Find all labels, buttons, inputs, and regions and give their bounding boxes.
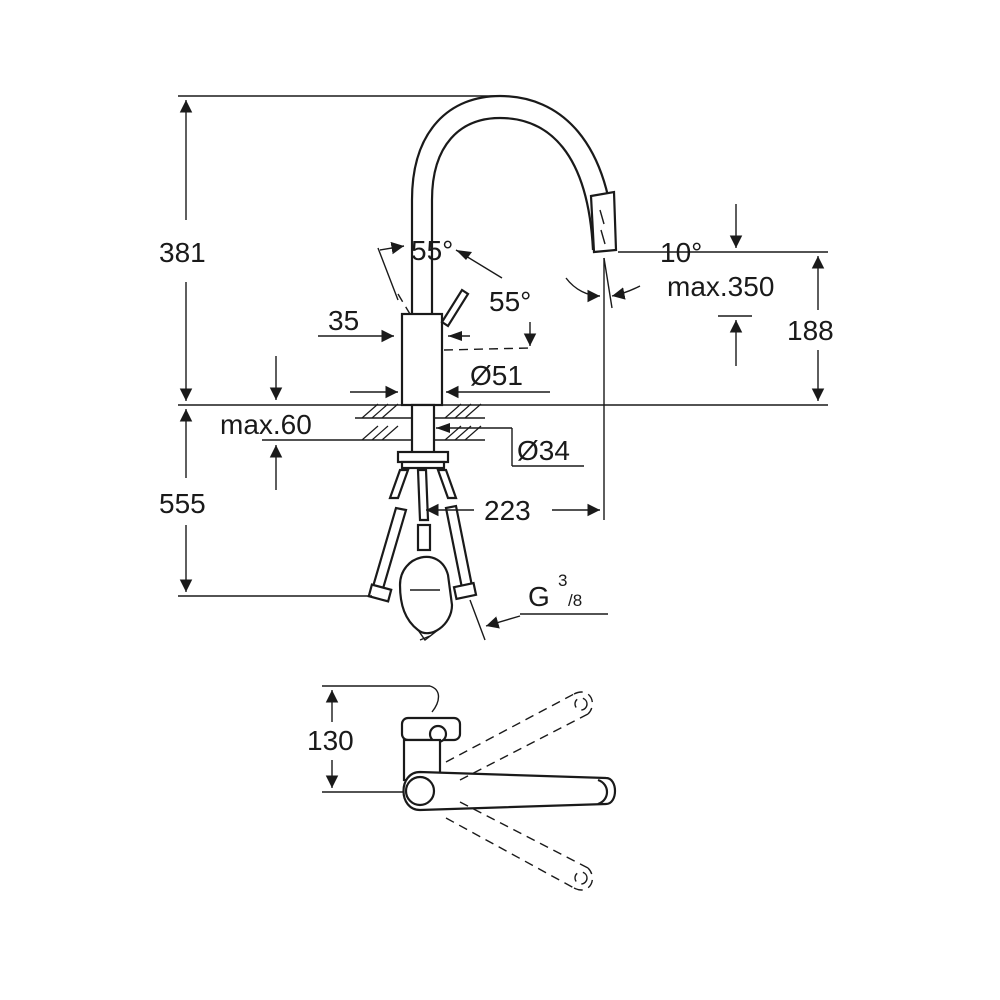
dim-thread-numerator: 3 [558,571,567,590]
dim-555: 555 [159,488,206,519]
mounting-nut [396,450,450,464]
spout-gooseneck [410,94,617,314]
faucet-body [400,312,444,407]
dim-angle-right: 55° [489,286,531,317]
dim-thread-denominator: /8 [568,591,582,610]
dim-diameter-34: Ø34 [517,435,570,466]
dim-max-350: max.350 [667,271,774,302]
dim-angle-left: 55° [411,235,453,266]
dim-angle-10: 10° [660,237,702,268]
side-view: 381 555 55° 55° 35 Ø51 max.60 [159,94,834,642]
dim-max-60: max.60 [220,409,312,440]
spout-gooseneck-inner [430,116,595,314]
dim-diameter-51: Ø51 [470,360,523,391]
hose-right [436,468,458,500]
top-view-swivel-down [445,801,593,891]
dim-223: 223 [484,495,531,526]
dim-thread-g: G [528,581,550,612]
hose-left [388,468,410,500]
top-view-spout [402,770,617,812]
hose-center [416,468,430,522]
shank [410,403,436,457]
dim-130: 130 [307,725,354,756]
dim-381: 381 [159,237,206,268]
top-view-swivel-up [445,691,593,781]
lever-handle [440,288,470,328]
counterweight [398,555,454,635]
dim-35: 35 [328,305,359,336]
top-view: 130 [307,685,617,891]
dim-188: 188 [787,315,834,346]
